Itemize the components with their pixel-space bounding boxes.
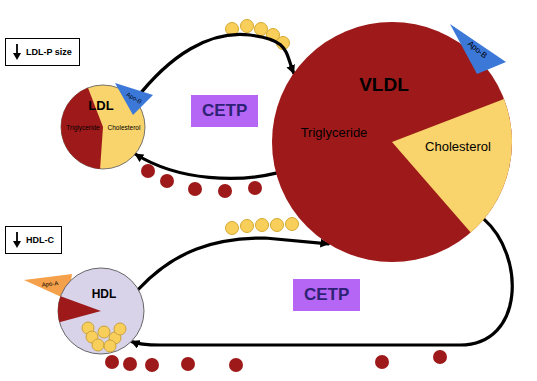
particle-shape [58, 268, 144, 354]
lipid-dot [255, 23, 268, 36]
arrow-shaft [16, 232, 18, 242]
cholesterol-core [61, 85, 145, 169]
particle-name: LDL [88, 99, 113, 112]
triglyceride-core [272, 22, 512, 262]
apolipoprotein-wedge [450, 24, 506, 74]
exchange-connector [135, 34, 294, 100]
lipid-dot [188, 182, 202, 196]
lipid-dot [226, 222, 239, 235]
cholesterol-dot [114, 323, 126, 335]
lipid-dot [145, 358, 159, 372]
lipid-dot [375, 355, 389, 369]
vldl-particle: VLDLTriglycerideCholesterolApo-B [272, 22, 512, 262]
particle-name: VLDL [359, 75, 409, 94]
cholesterol-dot [104, 340, 116, 352]
down-arrow [13, 232, 21, 248]
component-label: Cholesterol [425, 140, 491, 153]
apolipoprotein-wedge [115, 83, 153, 115]
ldl-particle: LDLTriglycerideCholesterolApo-B [61, 85, 145, 169]
down-arrow [13, 44, 21, 60]
lipid-dot [286, 218, 299, 231]
particle-name: HDL [92, 288, 117, 300]
lipid-dot [433, 350, 447, 364]
enzyme-label: CETP [202, 101, 247, 121]
component-label: Cholesterol [108, 125, 141, 132]
lipid-dot [141, 164, 155, 178]
lipid-dot [123, 357, 137, 371]
lipid-dot [105, 355, 119, 369]
exchange-connector [135, 154, 276, 178]
lipid-dot [256, 219, 269, 232]
cholesterol-wedge [392, 99, 512, 233]
indicator-box: LDL-P size [5, 38, 80, 66]
arrow-head [13, 241, 21, 248]
component-label: Triglyceride [301, 126, 368, 139]
arrow-head [13, 53, 21, 60]
indicator-label: HDL-C [26, 235, 54, 245]
lipid-dot [271, 219, 284, 232]
enzyme-label: CETP [304, 285, 349, 305]
lipid-dot [160, 174, 174, 188]
lipid-dot [241, 220, 254, 233]
indicator-label: LDL-P size [26, 47, 72, 57]
lipid-dot [218, 184, 232, 198]
cholesterol-dot [92, 339, 104, 351]
component-label: Triglyceride [66, 125, 99, 132]
hdl-particle: HDLApo-A [58, 268, 144, 354]
lipid-dot [229, 358, 243, 372]
arrow-shaft [16, 44, 18, 54]
lipid-dot [181, 357, 195, 371]
indicator-box: HDL-C [5, 226, 62, 254]
enzyme-box: CETP [191, 95, 258, 127]
enzyme-box: CETP [293, 279, 360, 311]
particle-body [58, 268, 144, 354]
triglyceride-wedge [58, 296, 101, 322]
lipid-dot [248, 181, 262, 195]
cholesterol-dot [98, 326, 110, 338]
lipid-dot [241, 20, 254, 33]
